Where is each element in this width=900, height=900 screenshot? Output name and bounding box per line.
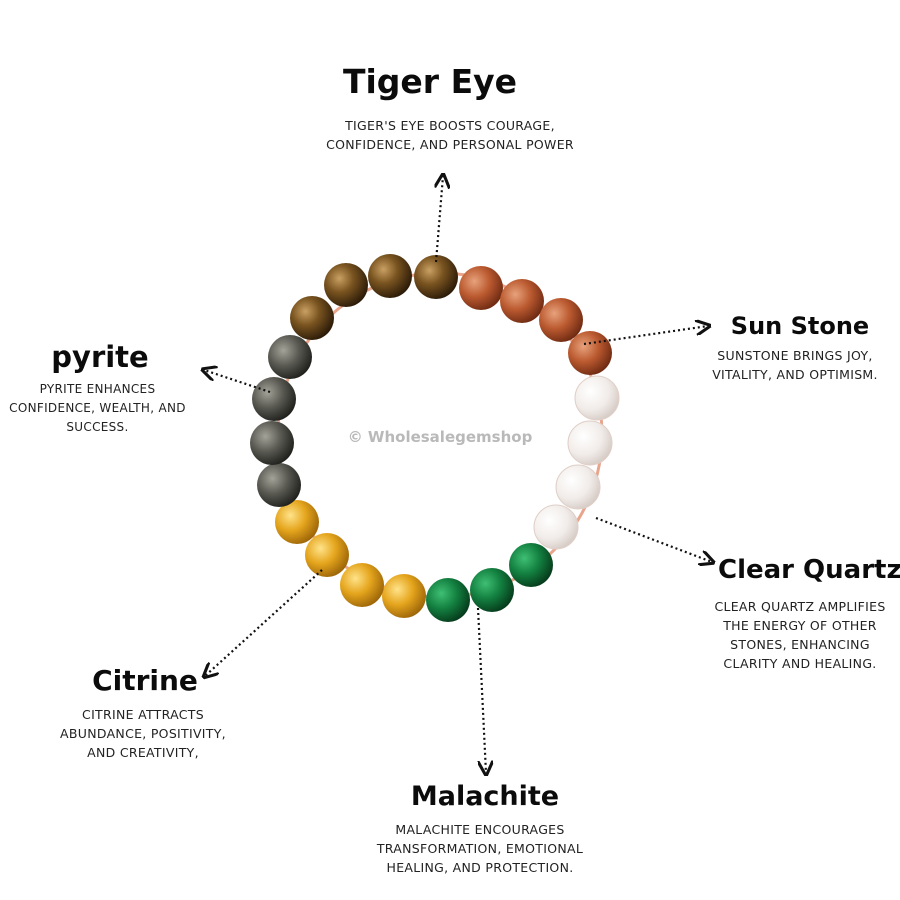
pyrite-title: pyrite <box>51 340 149 374</box>
tiger-eye-bead <box>414 255 458 299</box>
sun-stone-description: SUNSTONE BRINGS JOY, VITALITY, AND OPTIM… <box>690 346 900 384</box>
citrine-bead <box>275 500 319 544</box>
tiger-eye-beads <box>290 254 458 340</box>
clear-quartz-beads <box>533 375 620 550</box>
clear-quartz-bead <box>533 504 579 550</box>
sun-stone-bead <box>500 279 544 323</box>
description-line: PYRITE ENHANCES <box>39 382 156 396</box>
pyrite-bead <box>268 335 312 379</box>
description-line: SUCCESS. <box>66 420 129 434</box>
tiger-eye-bead <box>368 254 412 298</box>
clear-quartz-title: Clear Quartz <box>718 555 900 585</box>
description-line: MALACHITE ENCOURAGES <box>395 822 565 837</box>
pyrite-bead <box>252 377 296 421</box>
malachite-beads <box>426 543 553 622</box>
description-line: CLARITY AND HEALING. <box>723 656 877 671</box>
tiger-eye-bead <box>324 263 368 307</box>
tiger-eye-description: TIGER'S EYE BOOSTS COURAGE, CONFIDENCE, … <box>290 116 610 154</box>
citrine-title: Citrine <box>92 664 198 697</box>
description-line: THE ENERGY OF OTHER <box>723 618 877 633</box>
description-line: VITALITY, AND OPTIMISM. <box>712 367 878 382</box>
description-line: CITRINE ATTRACTS <box>82 707 204 722</box>
description-line: HEALING, AND PROTECTION. <box>386 860 574 875</box>
pyrite-beads <box>250 335 312 507</box>
malachite-description: MALACHITE ENCOURAGES TRANSFORMATION, EMO… <box>350 820 610 877</box>
malachite-bead <box>426 578 470 622</box>
pyrite-description: PYRITE ENHANCES CONFIDENCE, WEALTH, AND … <box>0 380 195 437</box>
pyrite-bead <box>250 421 294 465</box>
malachite-bead <box>470 568 514 612</box>
tiger-eye-title: Tiger Eye <box>342 62 518 101</box>
pyrite-arrow <box>204 370 271 394</box>
description-line: SUNSTONE BRINGS JOY, <box>717 348 873 363</box>
clear-quartz-bead <box>555 464 601 510</box>
sun-stone-bead <box>459 266 503 310</box>
clear-quartz-bead <box>574 375 620 421</box>
sun-stone-bead <box>568 331 612 375</box>
sun-stone-title: Sun Stone <box>730 312 870 340</box>
clear-quartz-bead <box>567 420 613 466</box>
citrine-bead <box>305 533 349 577</box>
citrine-beads <box>275 500 426 618</box>
malachite-title: Malachite <box>410 781 560 812</box>
tiger-eye-bead <box>290 296 334 340</box>
malachite-arrow <box>476 607 486 773</box>
citrine-bead <box>382 574 426 618</box>
clear-quartz-arrow <box>595 516 712 562</box>
description-line: AND CREATIVITY, <box>87 745 199 760</box>
clear-quartz-description: CLEAR QUARTZ AMPLIFIES THE ENERGY OF OTH… <box>700 597 900 673</box>
pyrite-bead <box>257 463 301 507</box>
malachite-bead <box>509 543 553 587</box>
citrine-bead <box>340 563 384 607</box>
description-line: STONES, ENHANCING <box>730 637 870 652</box>
description-line: CONFIDENCE, AND PERSONAL POWER <box>326 137 574 152</box>
sun-stone-bead <box>539 298 583 342</box>
pointer-arrows <box>204 176 712 773</box>
citrine-arrow <box>205 569 323 676</box>
description-line: CONFIDENCE, WEALTH, AND <box>9 401 186 415</box>
watermark-text: © Wholesalegemshop <box>347 428 533 446</box>
description-line: CLEAR QUARTZ AMPLIFIES <box>714 599 886 614</box>
sun-stone-beads <box>459 266 612 375</box>
description-line: TIGER'S EYE BOOSTS COURAGE, <box>345 118 555 133</box>
description-line: ABUNDANCE, POSITIVITY, <box>60 726 226 741</box>
description-line: TRANSFORMATION, EMOTIONAL <box>376 841 584 856</box>
tiger-eye-arrow <box>436 176 443 263</box>
sun-stone-arrow <box>583 326 708 346</box>
citrine-description: CITRINE ATTRACTS ABUNDANCE, POSITIVITY, … <box>38 705 248 762</box>
